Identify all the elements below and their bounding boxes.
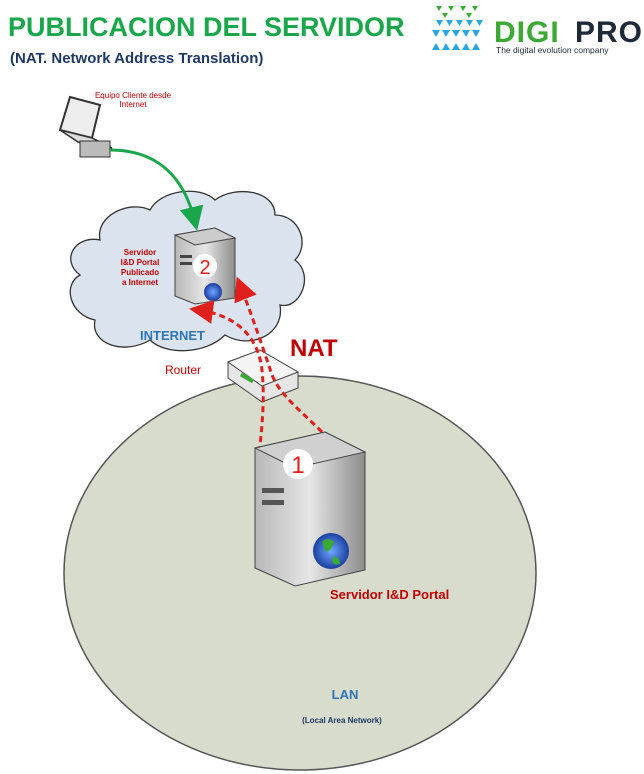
page-subtitle: (NAT. Network Address Translation) [10,50,263,67]
nat-label: NAT [290,335,338,362]
server-line: Publicado [121,268,159,277]
server-line: a Internet [122,278,158,287]
nat-path-arrow-1 [189,300,265,463]
svg-text:PRO: PRO [575,16,643,49]
step-1-number: 1 [291,452,304,479]
client-connection-arrow [109,148,204,231]
lan-server-icon [253,431,367,587]
step-2-number: 2 [199,257,210,279]
client-label-line2: Internet [119,100,147,109]
digipro-logo: DIGI PRO The digital evolution company [432,6,643,55]
lan-server-label: Servidor I&D Portal [330,587,449,602]
logo-tagline: The digital evolution company [496,45,609,55]
server-line: I&D Portal [121,258,160,267]
step-2-badge: Servidor [124,248,156,257]
client-label: Equipo Cliente desde [95,91,172,100]
laptop-icon [58,95,113,158]
lan-label: LAN [332,687,359,702]
lan-sublabel: (Local Area Network) [302,716,382,725]
svg-text:DIGI: DIGI [494,16,560,49]
internet-label: INTERNET [140,328,205,343]
router-label: Router [165,363,201,377]
page-title: PUBLICACION DEL SERVIDOR [8,12,405,42]
